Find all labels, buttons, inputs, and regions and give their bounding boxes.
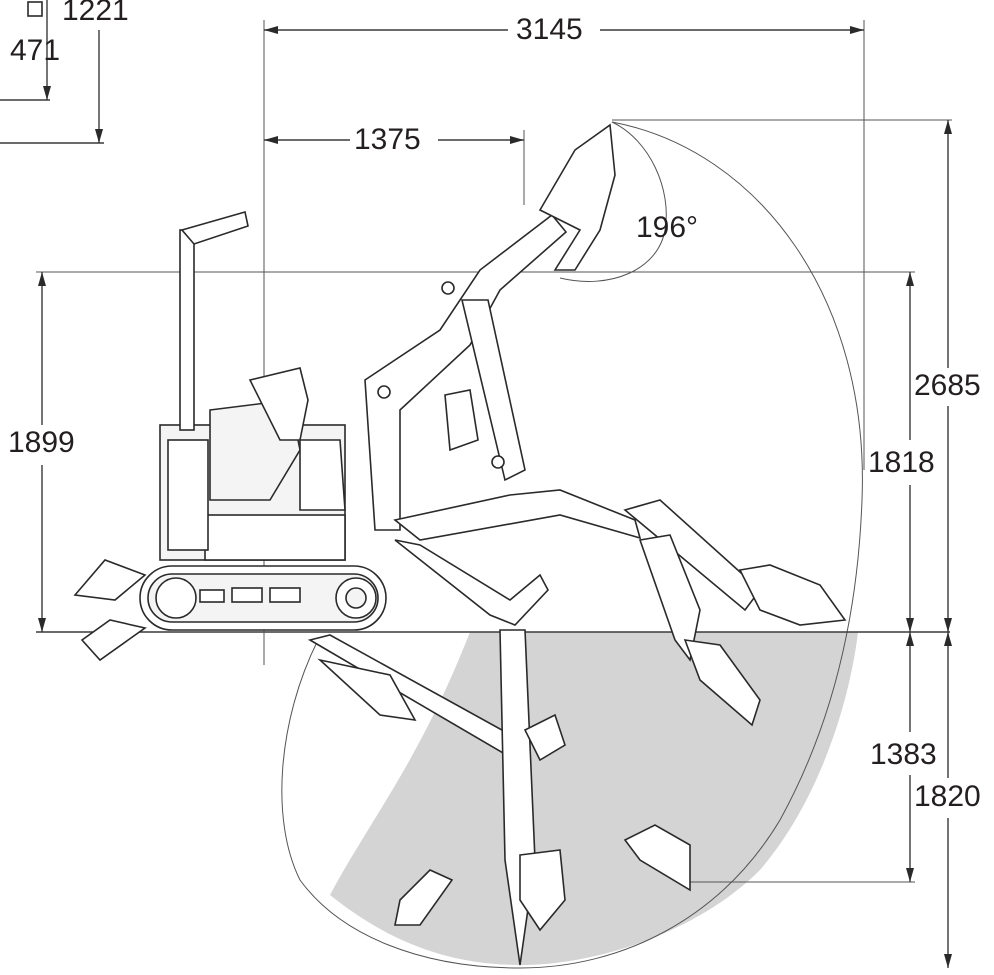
dim-inset-height: 1221 — [62, 0, 129, 27]
boom-extended-position — [393, 489, 847, 727]
dim-reach-total: 3145 — [516, 13, 583, 46]
dim-max-dig-height: 2685 — [914, 369, 981, 402]
dim-bucket-rotation: 196° — [636, 211, 699, 244]
dim-max-dig-depth: 1820 — [914, 780, 981, 813]
dim-inset-value: 471 — [10, 34, 61, 67]
excavator-machine — [73, 210, 387, 662]
dim-dig-depth-vertical: 1383 — [870, 738, 937, 771]
bucket-rotation-arc — [559, 121, 667, 282]
dim-reach-partial: 1375 — [354, 123, 421, 156]
boom-lower-position — [307, 539, 691, 966]
dim-dump-height-right: 1818 — [868, 446, 935, 479]
dim-dump-height-left: 1899 — [8, 426, 75, 459]
boom-upper-position — [364, 123, 616, 531]
